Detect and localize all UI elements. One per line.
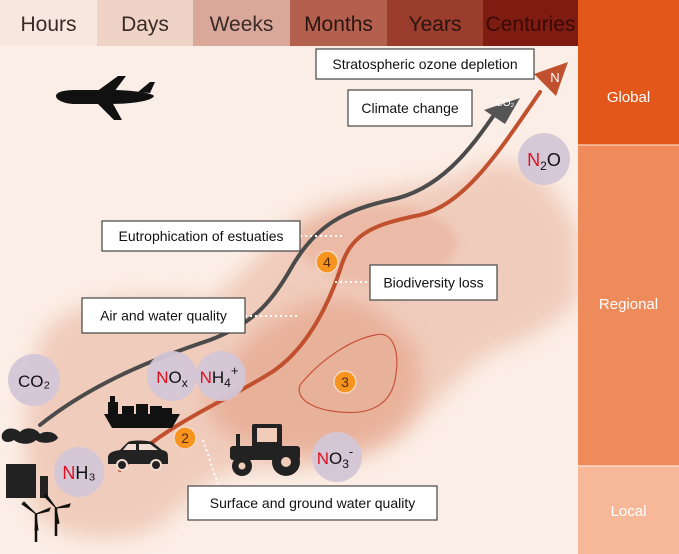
- timescale-cell-days: Days: [97, 0, 193, 46]
- timescale-cell-centuries: Centuries: [483, 0, 578, 46]
- ship-icon: [104, 396, 180, 428]
- scale-cell-local: Local: [578, 466, 679, 554]
- timescale-label: Centuries: [486, 13, 576, 36]
- impact-box-ozone: Stratospheric ozone depletion: [315, 48, 535, 80]
- timescale-label: Months: [304, 13, 373, 36]
- impact-label: Surface and ground water quality: [210, 495, 415, 511]
- co2-arrow-head: [484, 98, 520, 124]
- timescale-cell-hours: Hours: [0, 0, 97, 46]
- scale-cell-regional: Regional: [578, 145, 679, 466]
- stage-number: 3: [341, 374, 349, 390]
- species-label: CO₂: [18, 372, 50, 391]
- impact-cloud: [25, 161, 578, 539]
- wind-turbine-icon: [21, 493, 71, 542]
- species-label: NOx: [156, 368, 188, 390]
- species-label: NO3-: [317, 444, 354, 471]
- leader-lines: [202, 235, 370, 497]
- stage-marker-4: 4: [315, 250, 339, 274]
- impact-label: Biodiversity loss: [383, 275, 483, 291]
- timescale-cell-years: Years: [387, 0, 483, 46]
- impact-box-surface-ground: Surface and ground water quality: [187, 485, 438, 521]
- timescale-cell-months: Months: [290, 0, 387, 46]
- species-nh3: NH₃: [54, 447, 104, 497]
- timescale-label: Weeks: [210, 13, 274, 36]
- n-arrow-head: [534, 62, 568, 96]
- impact-label: Eutrophication of estuaties: [119, 228, 284, 244]
- scale-label: Regional: [599, 296, 658, 313]
- scale-label: Local: [611, 503, 647, 520]
- impact-label: Air and water quality: [100, 308, 227, 324]
- stage-number: 4: [323, 254, 331, 270]
- co2-arrow-label: CO₂: [496, 98, 515, 109]
- species-label: N2O: [527, 150, 561, 173]
- impact-box-biodiversity: Biodiversity loss: [369, 264, 498, 301]
- species-circles: CO₂ NH₃ NOx NH4+ N2O NO3-: [8, 133, 570, 497]
- species-label: NH4+: [200, 363, 239, 390]
- timescale-label: Hours: [20, 13, 76, 36]
- species-no3: NO3-: [312, 432, 362, 482]
- species-co2: CO₂: [8, 354, 60, 406]
- n-arrow-label: N: [550, 70, 559, 85]
- species-nox: NOx: [147, 351, 197, 401]
- n-cycle-loop: [298, 333, 398, 414]
- impact-label: Climate change: [361, 100, 458, 116]
- scale-cell-global: Global: [578, 0, 679, 145]
- timescale-cell-weeks: Weeks: [193, 0, 290, 46]
- car-icon: [108, 440, 168, 471]
- stage-number: 2: [181, 430, 189, 446]
- co2-pathway-line: [38, 110, 498, 427]
- scale-label: Global: [607, 89, 650, 106]
- stage-marker-2: 2: [173, 426, 197, 450]
- impact-box-eutrophication: Eutrophication of estuaties: [101, 220, 301, 252]
- factory-icon: [1, 428, 59, 498]
- timescale-bar: Hours Days Weeks Months Years Centuries: [0, 0, 578, 46]
- airplane-icon: [56, 76, 155, 120]
- species-label: NH₃: [62, 463, 95, 483]
- species-n2o: N2O: [518, 133, 570, 185]
- timescale-label: Days: [121, 13, 169, 36]
- tractor-icon: [230, 424, 300, 476]
- impact-label: Stratospheric ozone depletion: [332, 56, 517, 72]
- impact-box-climate: Climate change: [347, 89, 473, 127]
- timescale-label: Years: [409, 13, 462, 36]
- n-pathway-line: [118, 90, 542, 472]
- species-nh4: NH4+: [196, 351, 246, 401]
- impact-box-air-water: Air and water quality: [81, 297, 246, 334]
- stage-marker-3: 3: [333, 370, 357, 394]
